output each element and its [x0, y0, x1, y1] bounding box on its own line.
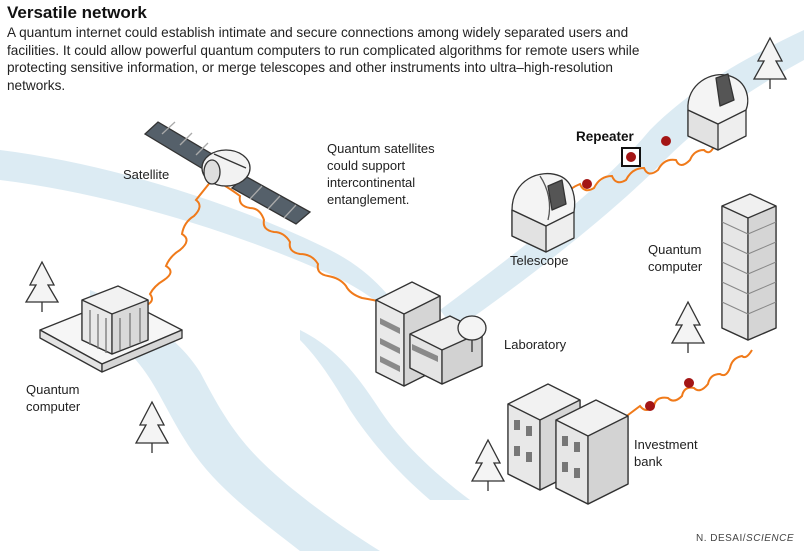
node — [684, 378, 694, 388]
link-telescope-to-observatory — [559, 145, 715, 199]
label-satellite-note: Quantum satellites could support interco… — [327, 141, 435, 207]
observatory — [687, 73, 749, 151]
tree — [670, 300, 706, 353]
investment-bank — [507, 383, 629, 505]
credit-line: N. DESAI/SCIENCE — [696, 533, 794, 544]
tree — [24, 260, 60, 312]
node — [645, 401, 655, 411]
link-satellite-to-quantum-computer — [143, 179, 213, 307]
label-repeater: Repeater — [576, 129, 634, 144]
link-nodes — [582, 136, 694, 411]
quantum-computer-tower — [721, 193, 777, 341]
satellite-body — [201, 149, 251, 187]
laboratory — [375, 281, 487, 387]
node — [582, 179, 592, 189]
label-telescope: Telescope — [510, 253, 569, 268]
label-quantum-computer-left: Quantum computer — [26, 382, 81, 414]
label-investment-bank: Investment bank — [634, 437, 698, 469]
credit-author: N. DESAI/ — [695, 533, 747, 544]
quantum-computer-left — [39, 285, 183, 373]
label-quantum-computer-right: Quantum computer — [648, 242, 703, 274]
tree — [470, 438, 506, 491]
label-laboratory: Laboratory — [504, 337, 567, 352]
credit-publication: SCIENCE — [746, 533, 794, 544]
link-satellite-to-laboratory — [221, 183, 383, 303]
figure-title: Versatile network — [7, 3, 147, 22]
satellite — [143, 121, 312, 225]
node — [661, 136, 671, 146]
telescope — [511, 172, 576, 253]
figure-intro: A quantum internet could establish intim… — [7, 25, 640, 93]
label-satellite: Satellite — [123, 167, 170, 182]
tree — [752, 36, 788, 89]
tree — [134, 400, 170, 453]
repeater-node — [621, 147, 641, 167]
